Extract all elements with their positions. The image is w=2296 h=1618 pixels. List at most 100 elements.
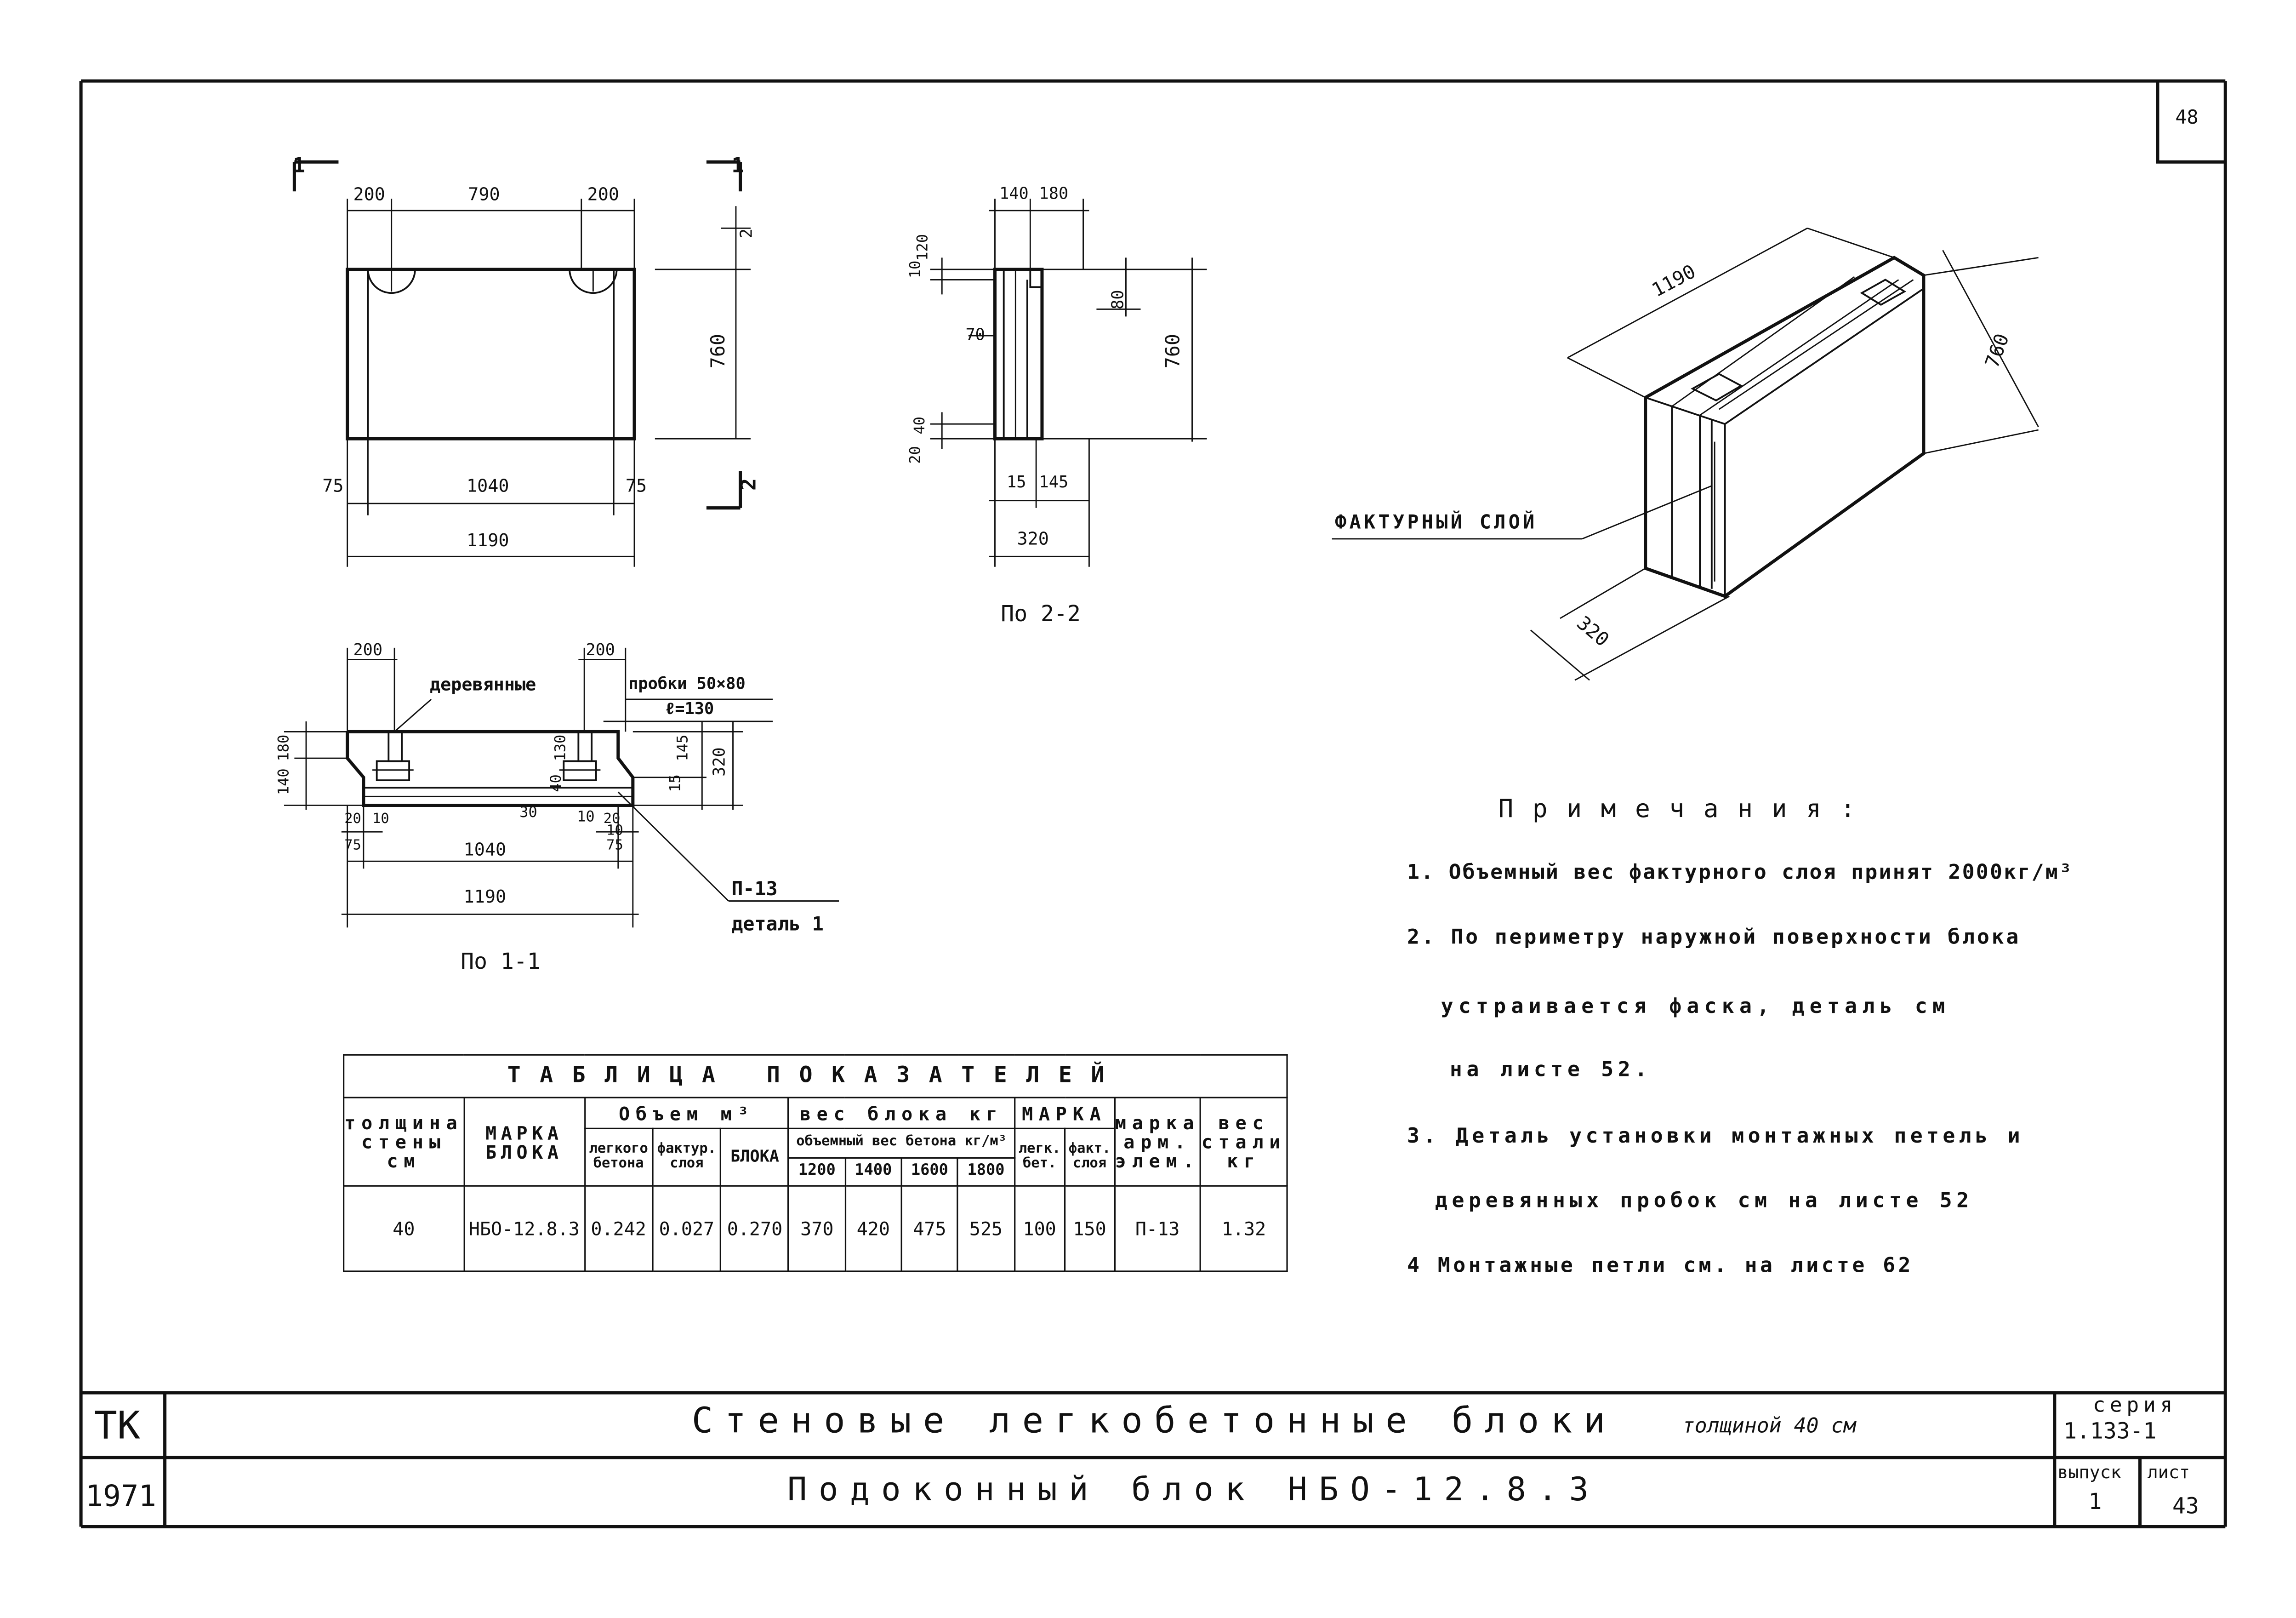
side-dim-left-top-b: 120 <box>915 234 932 261</box>
title-block-series-value: 1.133-1 <box>2063 1418 2157 1445</box>
note-2: 2. По периметру наружной поверхности бло… <box>1407 926 2021 950</box>
front-dim-bottom-mid: 1040 <box>467 475 509 497</box>
side-dim-right-top: 80 <box>1108 290 1128 309</box>
cell-vol-fact: 0.027 <box>652 1185 722 1272</box>
plan-callout-detail: деталь 1 <box>731 914 824 937</box>
side-view-caption: По 2-2 <box>1001 600 1081 628</box>
note-3: 3. Деталь установки монтажных петель и <box>1407 1125 2024 1149</box>
density-1200: 1200 <box>788 1156 846 1187</box>
front-dim-bottom-left: 75 <box>322 475 344 497</box>
cell-vol-light: 0.242 <box>583 1185 654 1272</box>
plan-dim-inner-a: 130 <box>553 734 570 761</box>
col-weight-sub: объемный вес бетона кг/м³ <box>788 1128 1015 1158</box>
section-mark-bottom: 2 <box>737 478 762 491</box>
plan-dim-bottom: 1040 <box>463 839 507 860</box>
title-block-title: Стеновые легкобетонные блоки <box>691 1400 1617 1441</box>
title-block-sheet-label: лист <box>2147 1462 2190 1483</box>
cell-rebar-mark: П-13 <box>1113 1185 1202 1272</box>
note-2-cont2: на листе 52. <box>1449 1058 1652 1082</box>
side-dim-left-top-a: 10 <box>908 260 924 279</box>
col-mark: МАРКА БЛОКА <box>463 1097 586 1187</box>
plan-dim-left-b: 180 <box>277 734 293 761</box>
plan-dim-right-a: 15 <box>668 774 684 792</box>
front-dim-total: 1190 <box>467 530 509 551</box>
plan-label-plugs: пробки 50×80 <box>628 674 746 694</box>
plan-dim-top-right: 200 <box>586 640 615 660</box>
plan-label-length: ℓ=130 <box>665 699 714 719</box>
density-1400: 1400 <box>844 1156 902 1187</box>
col-grade-light: легк. бет. <box>1013 1127 1066 1187</box>
density-1800: 1800 <box>957 1156 1015 1187</box>
title-block-subtitle: Подоконный блок НБО-12.8.3 <box>787 1472 1601 1509</box>
plan-dim-bs-5: 20 <box>603 811 621 828</box>
side-dim-left-mid: 70 <box>965 325 985 345</box>
density-1600: 1600 <box>900 1156 959 1187</box>
col-weight: вес блока кг <box>788 1097 1015 1130</box>
plan-dim-right-c: 320 <box>710 747 729 777</box>
title-block-issue-value: 1 <box>2088 1488 2102 1515</box>
title-block-year: 1971 <box>85 1478 156 1514</box>
plan-dim-inner-c: 30 <box>519 805 537 822</box>
plan-dim-total: 1190 <box>463 886 507 907</box>
col-steel: вес стали кг <box>1200 1097 1288 1187</box>
front-dim-height: 760 <box>708 334 730 369</box>
plan-dim-bs-4: 10 <box>606 823 623 840</box>
sheet-number: 48 <box>2175 107 2199 130</box>
col-vol-fact: фактур. слоя <box>652 1127 722 1187</box>
table-row: 40 НБО-12.8.3 0.242 0.027 0.270 370 420 … <box>343 1185 1288 1272</box>
plan-dim-inner-d: 10 <box>577 810 595 826</box>
front-dim-top-right: 200 <box>587 184 619 205</box>
cell-grade-light: 100 <box>1013 1185 1066 1272</box>
note-2-cont: устраивается фаска, деталь см <box>1441 995 1950 1019</box>
table-title: ТАБЛИЦА ПОКАЗАТЕЛЕЙ <box>343 1054 1288 1099</box>
side-dim-left-bot-a: 20 <box>908 446 924 464</box>
col-rebar-mark: марка арм. элем. <box>1113 1097 1202 1187</box>
front-dim-top-mid: 790 <box>468 184 500 205</box>
title-block-org: ТК <box>94 1404 141 1449</box>
plan-dim-bs-2: 10 <box>372 811 389 828</box>
plan-dim-inner-b: 40 <box>549 774 565 792</box>
section-mark-left: 1 <box>293 154 306 178</box>
cell-vol-block: 0.270 <box>720 1185 790 1272</box>
plan-dim-bs-1: 20 <box>344 811 361 828</box>
side-dim-height: 760 <box>1163 334 1185 369</box>
front-dim-bottom-right: 75 <box>625 475 647 497</box>
front-dim-top-left: 200 <box>353 184 385 205</box>
side-dim-bottom-right: 145 <box>1039 472 1069 492</box>
side-dim-top-left: 140 <box>999 184 1029 203</box>
note-3-cont: деревянных пробок см на листе 52 <box>1435 1189 1973 1213</box>
iso-label-layer: ФАКТУРНЫЙ СЛОЙ <box>1335 512 1538 535</box>
side-dim-bottom-left: 15 <box>1007 472 1026 492</box>
plan-dim-left-a: 140 <box>277 768 293 795</box>
plan-label-wood: деревянные <box>429 674 536 695</box>
note-4: 4 Монтажные петли см. на листе 62 <box>1407 1254 1914 1278</box>
cell-mark: НБО-12.8.3 <box>463 1185 586 1272</box>
col-volume: Объем м³ <box>583 1097 790 1130</box>
plan-dim-bs-6: 75 <box>606 837 623 854</box>
plan-view-caption: По 1-1 <box>461 948 541 975</box>
plan-dim-top-left: 200 <box>353 640 383 660</box>
note-1: 1. Объемный вес фактурного слоя принят 2… <box>1407 861 2074 885</box>
col-vol-light: легкого бетона <box>583 1127 654 1187</box>
plan-dim-right-b: 145 <box>675 734 692 761</box>
cell-wall: 40 <box>343 1185 465 1272</box>
plan-dim-bs-3: 75 <box>344 837 361 854</box>
side-dim-total: 320 <box>1017 528 1049 549</box>
title-block-sheet-value: 43 <box>2172 1492 2199 1520</box>
cell-grade-fact: 150 <box>1064 1185 1115 1272</box>
title-block-issue-label: выпуск <box>2057 1462 2122 1483</box>
col-wall: толщина стены см <box>343 1097 465 1187</box>
section-mark-right: 1 <box>731 154 744 178</box>
plan-callout-part: П-13 <box>731 879 778 901</box>
cell-w1800: 525 <box>957 1185 1015 1272</box>
cell-w1200: 370 <box>788 1185 846 1272</box>
col-grade: МАРКА <box>1013 1097 1115 1130</box>
title-block-title-suffix: толщиной 40 см <box>1682 1415 1856 1439</box>
notes-title: Примечания: <box>1498 795 1874 825</box>
cell-w1600: 475 <box>900 1185 959 1272</box>
cell-w1400: 420 <box>844 1185 902 1272</box>
title-block-series-label: серия <box>2093 1394 2177 1418</box>
col-vol-block: БЛОКА <box>720 1127 790 1187</box>
